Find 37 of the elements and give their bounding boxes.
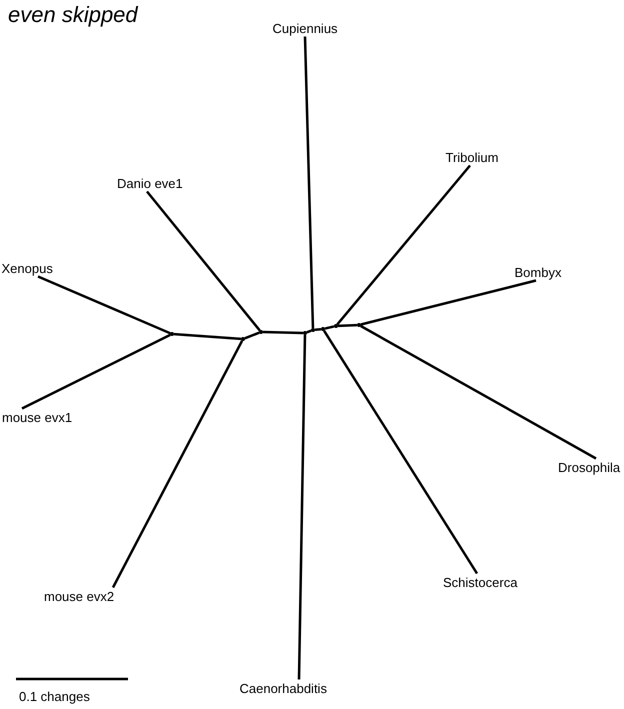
tree-branch <box>21 334 171 410</box>
tree-branch <box>244 332 260 340</box>
taxon-label: mouse evx2 <box>43 588 116 604</box>
tree-branch <box>336 164 471 326</box>
tree-title: even skipped <box>8 2 138 28</box>
taxon-label: Caenorhabditis <box>238 680 328 696</box>
taxon-label: Tribolium <box>444 148 500 166</box>
taxon-label: Danio eve1 <box>116 174 184 192</box>
branch-node <box>241 337 245 341</box>
tree-branch <box>360 324 597 460</box>
tree-branch <box>323 330 478 574</box>
tree-branch <box>262 330 304 334</box>
branch-node <box>259 330 263 334</box>
tree-branch <box>38 275 171 334</box>
branch-node <box>303 331 307 335</box>
taxon-label: Schistocerca <box>442 574 518 590</box>
branch-node <box>170 332 174 336</box>
branch-node <box>334 324 338 328</box>
tree-branch <box>306 330 312 334</box>
tree-branch <box>324 325 334 330</box>
taxon-label: Cupiennius <box>272 20 339 36</box>
tree-branch <box>298 334 306 680</box>
tree-branch <box>314 328 322 332</box>
branch-node <box>311 328 315 332</box>
taxon-label: Bombyx <box>514 264 562 280</box>
taxon-label: Xenopus <box>0 260 54 276</box>
tree-branch <box>304 36 314 328</box>
branch-node <box>357 323 361 327</box>
tree-branch <box>360 279 536 326</box>
branch-node <box>321 327 325 331</box>
tree-branch <box>338 324 358 328</box>
scale-label: 0.1 changes <box>18 688 91 705</box>
tree-branch <box>146 190 261 332</box>
tree-branch <box>112 340 244 588</box>
taxon-label: mouse evx1 <box>1 408 74 426</box>
taxon-label: Drosophila <box>557 458 622 476</box>
tree-branch <box>174 332 242 340</box>
